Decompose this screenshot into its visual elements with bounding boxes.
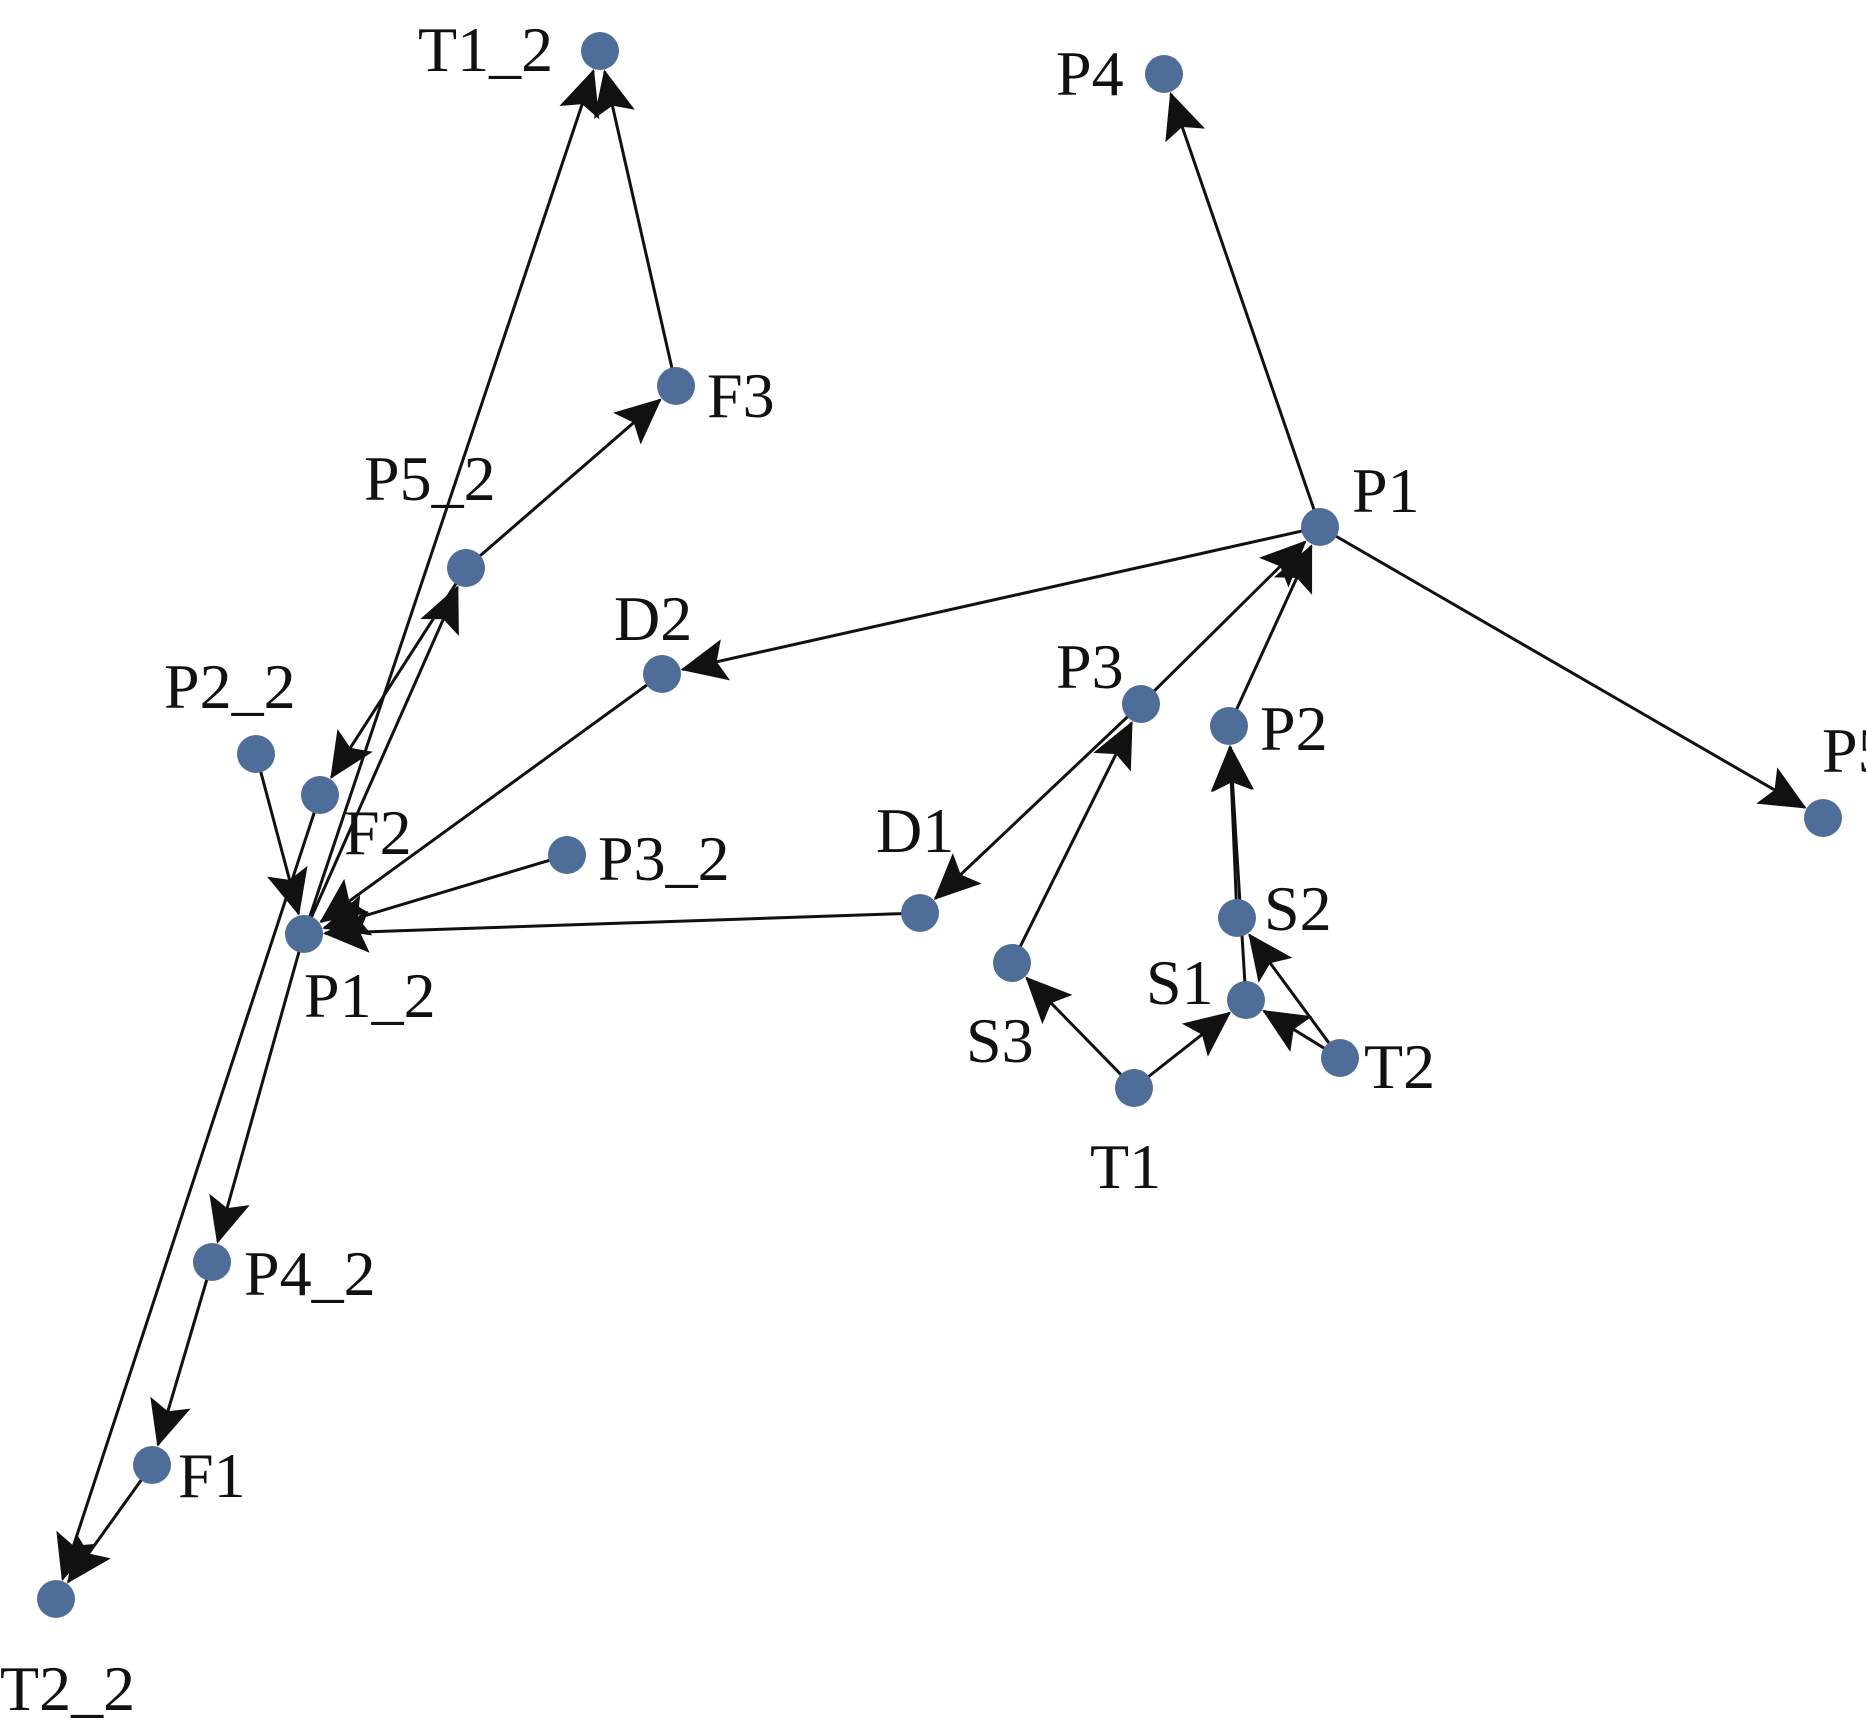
node-S3 bbox=[993, 944, 1031, 982]
edge-P5_2-to-F2 bbox=[330, 581, 459, 780]
edge-S3-to-P3 bbox=[1018, 721, 1133, 949]
node-F3 bbox=[657, 367, 695, 405]
node-label-T1_2: T1_2 bbox=[418, 14, 553, 85]
node-F2 bbox=[301, 776, 339, 814]
node-label-T2_2: T2_2 bbox=[0, 1653, 135, 1724]
node-F1 bbox=[133, 1446, 171, 1484]
node-label-P2: P2 bbox=[1260, 693, 1328, 764]
node-label-D1: D1 bbox=[876, 795, 954, 866]
node-label-S3: S3 bbox=[966, 1005, 1034, 1076]
edge-P1-to-P5 bbox=[1333, 534, 1807, 809]
node-P2_2 bbox=[237, 735, 275, 773]
node-P5_2 bbox=[447, 549, 485, 587]
node-label-T2: T2 bbox=[1364, 1031, 1435, 1102]
node-label-P4_2: P4_2 bbox=[244, 1238, 376, 1309]
node-label-D2: D2 bbox=[614, 583, 692, 654]
edge-T2-to-S1 bbox=[1262, 1009, 1327, 1053]
edge-D1-to-P1_2 bbox=[322, 910, 904, 953]
edge-P4_2-to-F1 bbox=[150, 1277, 209, 1447]
edge-T2-to-S2 bbox=[1248, 933, 1332, 1046]
edge-S1-to-P2 bbox=[1212, 744, 1254, 984]
node-label-P5: P5 bbox=[1822, 715, 1866, 786]
node-D2 bbox=[643, 655, 681, 693]
node-label-P4: P4 bbox=[1056, 38, 1124, 109]
node-T1_2 bbox=[581, 32, 619, 70]
edge-F2-to-T2_2 bbox=[56, 810, 317, 1581]
node-label-P3_2: P3_2 bbox=[598, 823, 730, 894]
edge-T1-to-S1 bbox=[1146, 1011, 1232, 1079]
node-P3_2 bbox=[548, 836, 586, 874]
node-D1 bbox=[901, 894, 939, 932]
node-P4_2 bbox=[193, 1243, 231, 1281]
edge-P5_2-to-F3 bbox=[477, 398, 662, 558]
edge-P3-to-D1 bbox=[933, 714, 1130, 900]
node-P5 bbox=[1804, 799, 1842, 837]
edge-P1_2-to-P4_2 bbox=[209, 949, 301, 1244]
edge-P2_2-to-P1_2 bbox=[258, 770, 308, 916]
node-label-F1: F1 bbox=[178, 1440, 246, 1511]
node-P3 bbox=[1122, 685, 1160, 723]
edge-P3-to-P1 bbox=[1152, 540, 1307, 694]
node-label-P1: P1 bbox=[1352, 455, 1420, 526]
node-S1 bbox=[1227, 981, 1265, 1019]
node-T2_2 bbox=[37, 1580, 75, 1618]
node-label-F2: F2 bbox=[344, 797, 412, 868]
node-T2 bbox=[1321, 1039, 1359, 1077]
edge-P1_2-to-P5_2 bbox=[309, 585, 459, 920]
node-P4 bbox=[1145, 55, 1183, 93]
node-label-S2: S2 bbox=[1264, 873, 1332, 944]
node-S2 bbox=[1218, 899, 1256, 937]
edge-P1-to-P4 bbox=[1165, 91, 1316, 512]
node-P1_2 bbox=[285, 915, 323, 953]
edge-F3-to-T1_2 bbox=[593, 69, 674, 370]
node-P1 bbox=[1301, 508, 1339, 546]
node-label-F3: F3 bbox=[707, 360, 775, 431]
edge-T1-to-S3 bbox=[1025, 976, 1124, 1077]
node-label-P5_2: P5_2 bbox=[364, 443, 496, 514]
node-P2 bbox=[1210, 707, 1248, 745]
node-label-T1: T1 bbox=[1090, 1131, 1161, 1202]
node-label-P3: P3 bbox=[1056, 631, 1124, 702]
edge-P2-to-P1 bbox=[1234, 544, 1313, 712]
edge-P1-to-D2 bbox=[680, 529, 1304, 681]
node-label-P1_2: P1_2 bbox=[304, 960, 436, 1031]
node-label-P2_2: P2_2 bbox=[164, 651, 296, 722]
edges-layer bbox=[56, 69, 1807, 1584]
node-T1 bbox=[1115, 1069, 1153, 1107]
nodes-layer bbox=[37, 32, 1842, 1618]
edge-D2-to-P1_2 bbox=[319, 682, 650, 923]
node-label-S1: S1 bbox=[1146, 947, 1214, 1018]
